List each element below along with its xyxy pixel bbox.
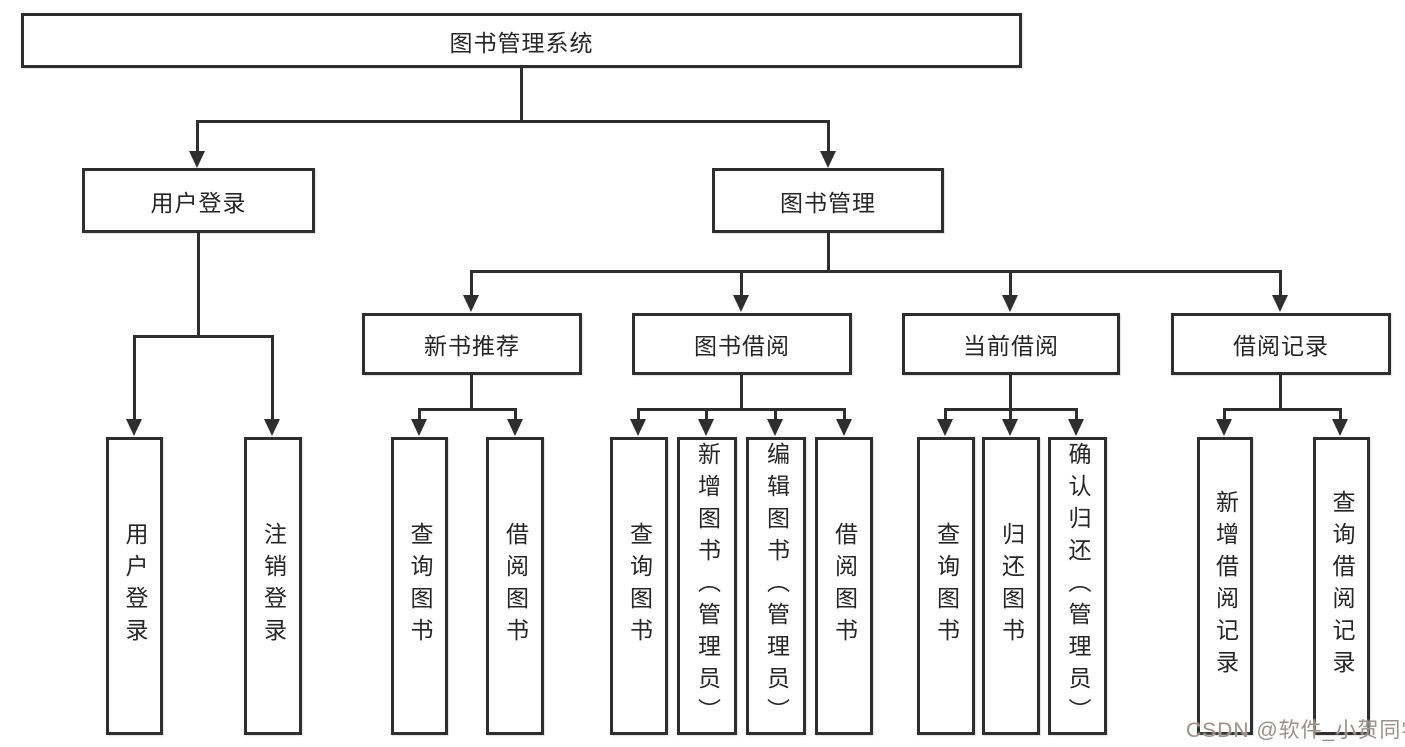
- connector-group-stem: [740, 270, 743, 296]
- arrowhead-icon: [1002, 419, 1018, 436]
- node-book-borrow: 图书借阅: [632, 313, 852, 375]
- connector-group2-down: [1009, 375, 1012, 408]
- connector-leaf-stem: [1009, 408, 1012, 420]
- leaf-label: 注销登录: [260, 522, 287, 650]
- leaf-query-borrow-record: 查询借阅记录: [1313, 437, 1370, 735]
- arrowhead-icon: [126, 419, 142, 436]
- connector-group-stem: [1009, 270, 1012, 296]
- node-label: 当前借阅: [963, 333, 1059, 359]
- leaf-query-book-2: 查询图书: [917, 437, 975, 735]
- leaf-user-login: 用户登录: [106, 437, 163, 735]
- leaf-add-book-admin: 新增图书（管理员）: [677, 437, 737, 735]
- connector-book-mgmt-down: [827, 233, 830, 270]
- csdn-watermark: CSDN @软件_小贺同学: [1186, 719, 1405, 742]
- leaf-query-book-1: 查询图书: [610, 437, 668, 735]
- arrowhead-icon: [1272, 295, 1288, 312]
- arrowhead-icon: [820, 151, 836, 168]
- leaf-label: 新增借阅记录: [1212, 490, 1239, 682]
- connector-book-mgmt-split: [471, 270, 1282, 273]
- leaf-label: 用户登录: [122, 522, 148, 650]
- leaf-label: 查询图书: [626, 522, 653, 650]
- connector-user-login-split: [133, 335, 274, 338]
- connector-leaf-stem: [1339, 408, 1342, 420]
- arrowhead-icon: [411, 419, 427, 436]
- node-root: 图书管理系统: [21, 13, 1022, 68]
- connector-leaf-stem: [774, 408, 777, 420]
- arrowhead-icon: [937, 419, 953, 436]
- connector-group3-down: [1279, 375, 1282, 408]
- node-current-borrow: 当前借阅: [902, 313, 1120, 375]
- connector-group0-split: [418, 408, 517, 411]
- arrowhead-icon: [733, 295, 749, 312]
- connector-leaf-stem: [418, 408, 421, 420]
- arrowhead-icon: [1216, 419, 1232, 436]
- arrowhead-icon: [1002, 295, 1018, 312]
- leaf-edit-book-admin: 编辑图书（管理员）: [746, 437, 806, 735]
- connector-leaf-stem: [514, 408, 517, 420]
- leaf-label: 查询图书: [933, 522, 960, 650]
- connector-group1-down: [740, 375, 743, 408]
- leaf-label: 借阅图书: [502, 522, 529, 650]
- connector-leaf-stem: [843, 408, 846, 420]
- connector-group1-split: [637, 408, 846, 411]
- leaf-label: 归还图书: [998, 522, 1025, 650]
- leaf-borrow-book-1: 借阅图书: [815, 437, 873, 735]
- node-user-login: 用户登录: [82, 168, 315, 233]
- node-book-mgmt-label: 图书管理: [780, 189, 876, 216]
- connector-root-split: [197, 120, 830, 123]
- arrowhead-icon: [1332, 419, 1348, 436]
- leaf-label: 查询借阅记录: [1329, 490, 1355, 682]
- connector-group-stem: [1279, 270, 1282, 296]
- leaf-confirm-return-admin: 确认归还（管理员）: [1048, 437, 1107, 735]
- node-user-login-label: 用户登录: [150, 189, 247, 216]
- arrowhead-icon: [836, 419, 852, 436]
- leaf-label: 编辑图书（管理员）: [763, 442, 790, 730]
- arrowhead-icon: [767, 419, 783, 436]
- node-label: 图书借阅: [694, 333, 790, 359]
- leaf-logout: 注销登录: [244, 437, 302, 735]
- connector-leaf-stem: [1075, 408, 1078, 420]
- arrowhead-icon: [1068, 419, 1084, 436]
- connector-leaf-stem: [271, 335, 274, 420]
- connector-book-mgmt-stem: [827, 120, 830, 152]
- leaf-label: 借阅图书: [831, 522, 858, 650]
- leaf-query-book-0: 查询图书: [391, 437, 448, 735]
- node-label: 新书推荐: [424, 333, 520, 359]
- node-book-mgmt: 图书管理: [712, 168, 944, 233]
- arrowhead-icon: [698, 419, 714, 436]
- leaf-label: 确认归还（管理员）: [1065, 442, 1091, 730]
- leaf-add-borrow-record: 新增借阅记录: [1197, 437, 1253, 735]
- connector-group0-down: [470, 375, 473, 408]
- arrowhead-icon: [189, 151, 205, 168]
- node-borrow-record: 借阅记录: [1171, 313, 1391, 375]
- node-label: 借阅记录: [1233, 333, 1329, 359]
- connector-leaf-stem: [1223, 408, 1226, 420]
- arrowhead-icon: [463, 295, 479, 312]
- leaf-label: 新增图书（管理员）: [694, 442, 721, 730]
- connector-user-login-down: [197, 233, 200, 335]
- connector-leaf-stem: [944, 408, 947, 420]
- node-root-label: 图书管理系统: [449, 29, 594, 56]
- connector-leaf-stem: [133, 335, 136, 420]
- leaf-return-book: 归还图书: [982, 437, 1040, 735]
- connector-leaf-stem: [705, 408, 708, 420]
- connector-group-stem: [470, 270, 473, 296]
- leaf-label: 查询图书: [407, 522, 433, 650]
- connector-group3-split: [1223, 408, 1341, 411]
- node-new-book-recommend: 新书推荐: [362, 313, 582, 375]
- arrowhead-icon: [264, 419, 280, 436]
- connector-user-login-stem: [196, 120, 199, 152]
- arrowhead-icon: [507, 419, 523, 436]
- connector-root-stem: [520, 68, 523, 120]
- connector-leaf-stem: [637, 408, 640, 420]
- leaf-borrow-book-0: 借阅图书: [486, 437, 544, 735]
- arrowhead-icon: [630, 419, 646, 436]
